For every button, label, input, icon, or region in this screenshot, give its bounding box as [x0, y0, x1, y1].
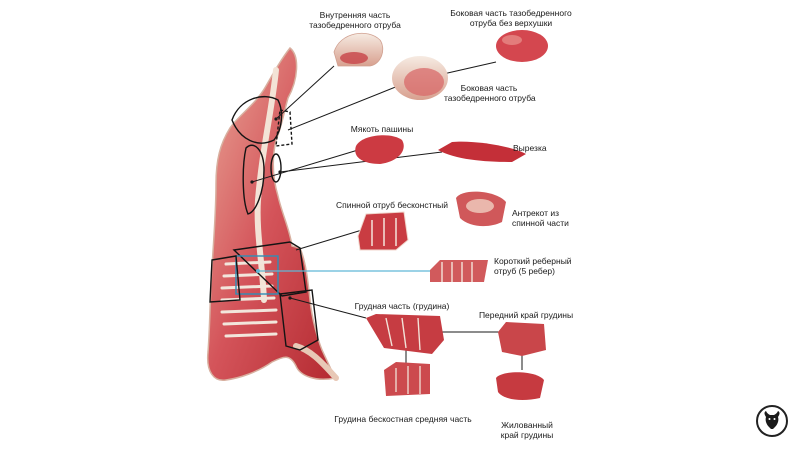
label-front-brisket-edge: Передний край грудины	[476, 310, 576, 320]
cut-sinewy-brisket-edge	[496, 372, 544, 400]
cut-boneless-loin	[358, 212, 408, 250]
label-tenderloin: Вырезка	[513, 143, 563, 153]
label-brisket: Грудная часть (грудина)	[352, 301, 452, 311]
short-rib-marker	[256, 269, 260, 273]
cut-flank-meat	[355, 135, 404, 164]
cut-side-rump-no-cap	[496, 30, 548, 62]
bull-head-icon	[756, 405, 788, 437]
cut-front-brisket-edge	[498, 322, 546, 356]
carcass	[208, 48, 336, 380]
label-brisket-middle: Грудина бескостная средняя часть	[332, 414, 474, 424]
cut-short-rib	[430, 260, 488, 282]
label-boneless-loin: Спинной отруб бесконстный	[336, 200, 446, 210]
cut-brisket	[366, 314, 444, 354]
label-flank-meat: Мякоть пашины	[346, 124, 418, 134]
cut-brisket-middle	[384, 362, 430, 396]
